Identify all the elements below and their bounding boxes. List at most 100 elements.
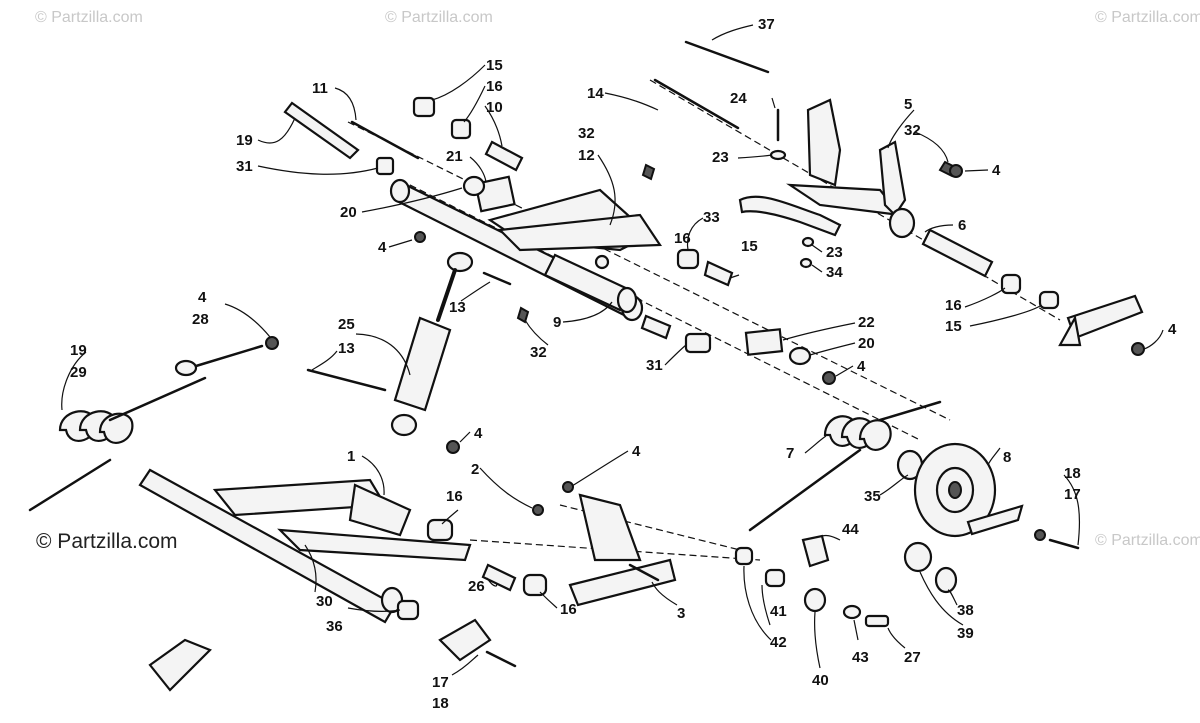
callout-6: 6	[958, 217, 966, 234]
rod-19	[283, 101, 360, 160]
shock-absorber-25	[390, 251, 474, 437]
bearing-39	[903, 541, 933, 573]
rear-arm-brace	[487, 188, 663, 252]
callout-32: 32	[578, 125, 595, 142]
rail-bracket	[1066, 294, 1144, 340]
nut-4	[414, 231, 426, 243]
callout-10: 10	[486, 99, 503, 116]
spacer-40	[803, 587, 827, 613]
callout-44: 44	[842, 521, 859, 538]
nut-4	[562, 481, 574, 493]
washer-23b	[801, 236, 815, 248]
callout-4: 4	[198, 289, 207, 306]
rail-bracket-lip	[1058, 314, 1082, 347]
callout-26: 26	[468, 578, 485, 595]
callout-32: 32	[904, 122, 921, 139]
bushing-16-right	[1000, 273, 1022, 295]
callout-33: 33	[703, 209, 720, 226]
callout-8: 8	[1003, 449, 1011, 466]
callout-16: 16	[674, 230, 691, 247]
bolt-14	[653, 78, 740, 130]
mounting-plate-21	[474, 175, 516, 213]
callout-7: 7	[786, 445, 794, 462]
leader-lines	[61, 24, 1164, 676]
callout-27: 27	[904, 649, 921, 666]
callout-4: 4	[992, 162, 1001, 179]
callout-15: 15	[945, 318, 962, 335]
bolt-11	[350, 120, 420, 160]
assembly-axis	[347, 121, 951, 421]
callout-30: 30	[316, 593, 333, 610]
callout-16: 16	[446, 488, 463, 505]
callout-41: 41	[770, 603, 787, 620]
callout-16: 16	[945, 297, 962, 314]
bolt-37	[684, 40, 770, 74]
callout-3: 3	[677, 605, 685, 622]
spacer-42	[734, 546, 754, 566]
bolt-13-lower	[306, 368, 387, 392]
callout-13: 13	[449, 299, 466, 316]
callout-37: 37	[758, 16, 775, 33]
front-arm-1	[138, 468, 472, 624]
callout-23: 23	[826, 244, 843, 261]
front-arm-assembly	[786, 98, 916, 239]
bushing-36	[396, 599, 420, 621]
pin	[594, 254, 610, 270]
callout-31: 31	[236, 158, 253, 175]
spacer-31	[684, 332, 712, 354]
nut-4	[1131, 342, 1145, 356]
callout-42: 42	[770, 634, 787, 651]
bushing-15-right	[1038, 290, 1060, 310]
washer-20-lower	[788, 346, 812, 366]
callout-18: 18	[432, 695, 449, 712]
callout-11: 11	[312, 80, 328, 97]
callout-17: 17	[432, 674, 449, 691]
callout-31: 31	[646, 357, 663, 374]
washer-20	[462, 175, 486, 197]
bolt-18-lower	[485, 650, 517, 668]
nut-4	[446, 440, 460, 454]
bracket-44	[801, 534, 830, 568]
eye-bolt-28-shank	[194, 344, 264, 368]
callout-34: 34	[826, 264, 843, 281]
nut-4	[822, 371, 836, 385]
callout-24: 24	[730, 90, 747, 107]
bushing-16-lower	[522, 573, 548, 597]
callout-17: 17	[1064, 486, 1081, 503]
assembly-axis	[559, 504, 741, 551]
bolt-3	[628, 563, 660, 582]
callout-16: 16	[486, 78, 503, 95]
spring-7	[748, 400, 942, 532]
callout-labels: 37 15 16 10 11 14 24 5 32 32 12 19 31 21…	[70, 16, 1177, 712]
bolt-13-upper	[482, 271, 512, 286]
watermark: © Partzilla.com	[1095, 9, 1200, 26]
wheel-bracket	[966, 504, 1024, 536]
callout-21: 21	[446, 148, 463, 165]
strap-33	[738, 195, 842, 237]
callout-14: 14	[587, 85, 604, 102]
spacer	[640, 314, 672, 340]
callout-4: 4	[474, 425, 483, 442]
callout-1: 1	[347, 448, 355, 465]
bushing-16-left	[426, 518, 454, 542]
callout-12: 12	[578, 147, 595, 164]
bracket-17	[438, 618, 492, 662]
nut-2	[532, 504, 544, 516]
callout-4: 4	[632, 443, 641, 460]
bolt-15-center	[703, 260, 734, 287]
watermark: © Partzilla.com	[385, 9, 493, 26]
watermark: © Partzilla.com	[1095, 532, 1200, 549]
cap-31	[375, 156, 395, 176]
callout-35: 35	[864, 488, 881, 505]
watermark-main: © Partzilla.com	[36, 530, 178, 553]
bushing-16	[450, 118, 472, 140]
callout-18: 18	[1064, 465, 1081, 482]
spacer-10	[484, 140, 524, 172]
callout-4: 4	[857, 358, 866, 375]
bushing-41	[764, 568, 786, 588]
assembly-axis	[399, 179, 921, 441]
bolt-27	[864, 614, 890, 628]
washer-43	[842, 604, 862, 620]
